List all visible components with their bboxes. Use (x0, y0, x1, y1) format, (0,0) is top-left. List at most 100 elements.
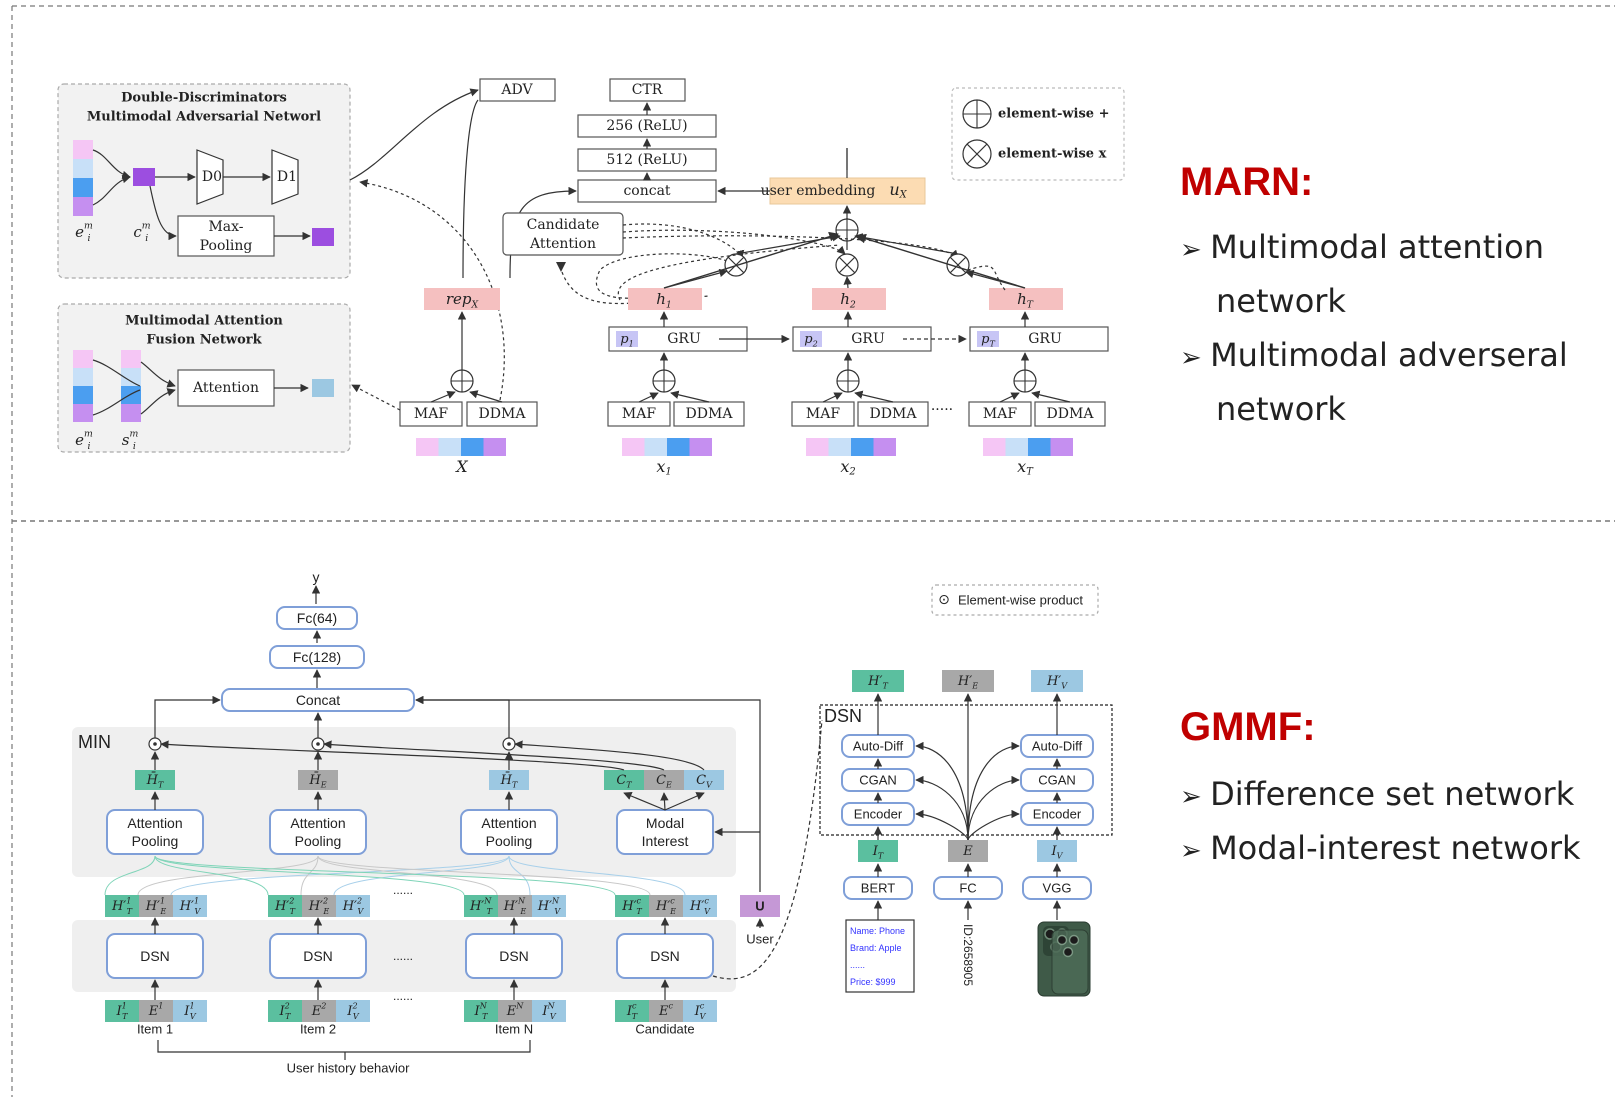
user-label: User (746, 932, 774, 947)
c-block-2 (644, 770, 684, 790)
vgg-label: VGG (1043, 881, 1072, 896)
gru-input-plus-1 (652, 369, 676, 393)
product-text-card (845, 919, 915, 993)
maxpool-label-1: Max- (208, 219, 243, 235)
d0-label: D0 (202, 169, 222, 185)
ddm-to-adv (349, 88, 479, 181)
fc128-label: Fc(128) (293, 649, 341, 665)
cand-att-dash-1 (622, 223, 745, 259)
maf-to-plus-1 (638, 392, 659, 403)
marn-dots: ····· (931, 402, 953, 418)
product-text-line-2: Brand: Apple (850, 943, 902, 953)
user-embedding-box (769, 177, 926, 205)
hbar-label-2: H̄E (308, 771, 326, 789)
candidate-attention-label-1: Candidate (527, 217, 600, 233)
maf-label-2: MAF (806, 406, 840, 422)
gru-label-3: GRU (1028, 331, 1062, 347)
gru-label-1: GRU (667, 331, 701, 347)
attention-pooling-label-a-3: Attention (481, 815, 536, 831)
rep-to-concat (509, 186, 577, 279)
product-text-line-4: Price: $999 (850, 977, 896, 987)
marn-bullet-1: ➢ Multimodal attention (1180, 228, 1544, 266)
times-2 (835, 253, 859, 277)
input-v-3 (532, 1000, 566, 1022)
d1-trapezoid (271, 149, 299, 205)
legend-plus-circle (962, 99, 992, 129)
encoder-label-1: Encoder (854, 807, 903, 822)
hp-e-3 (498, 895, 532, 917)
hp-e-4 (649, 895, 683, 917)
ddm-embedding-strip (73, 140, 93, 216)
maf-x-to-attention (351, 384, 401, 411)
h1-to-sum (663, 231, 839, 289)
item-label-2: Item 2 (300, 1022, 336, 1037)
p-block-2 (800, 331, 822, 347)
adv-box (479, 78, 556, 102)
x-big-label: X (454, 457, 468, 476)
p-label-1: p1 (620, 332, 633, 349)
dsn-top-label-3: H′V (1046, 674, 1068, 691)
maxpool-box (177, 215, 275, 257)
e-fan-1 (915, 741, 969, 841)
marn-legend-box (951, 87, 1125, 181)
gru-label-2: GRU (851, 331, 885, 347)
input-e-1 (139, 1000, 173, 1022)
ce-to-dot2 (323, 740, 665, 771)
dsn-mid-block-1 (858, 840, 898, 862)
attention-pooling-label-a-2: Attention (290, 815, 345, 831)
gmmf-bullet-2: ➢ Modal-interest network (1180, 829, 1581, 867)
input-t-4 (615, 1000, 649, 1022)
candidate-dsn-to-detail (712, 719, 823, 980)
maf-to-plus-3 (999, 392, 1020, 403)
h1-dash-a (617, 244, 841, 301)
times3-to-sum (854, 233, 959, 255)
product-text-line-3: ...... (850, 960, 865, 970)
hp-e-1 (139, 895, 173, 917)
modal-to-ce (660, 792, 669, 811)
ddma-label-1: DDMA (686, 406, 734, 422)
fc512-label: 512 (ReLU) (606, 152, 687, 168)
gmmf-legend-box (931, 584, 1099, 616)
rep-up-to-adv (462, 99, 479, 279)
x-label-2: x2 (840, 457, 855, 478)
cgan-label-2: CGAN (1038, 773, 1076, 788)
attention-pooling-label-b-3: Pooling (486, 833, 533, 849)
dot1-to-concat (154, 695, 221, 738)
maf-x-to-plus (430, 391, 456, 403)
legend-times-label: element-wise x (998, 147, 1107, 162)
x-strip-1 (622, 438, 712, 456)
dsn-mid-label-2: E (962, 844, 973, 859)
hp-t-2 (268, 895, 302, 917)
input-e-label-4: Ec (658, 1001, 674, 1018)
dsn-mid-block-3 (1037, 840, 1077, 862)
hp-row-dots: ...... (393, 883, 413, 897)
hbar-block-1 (135, 770, 175, 790)
ddm-c-block (133, 168, 155, 186)
e-fan-4 (967, 741, 1020, 841)
ddm-title-line2: Multimodal Adversarial Networl (87, 110, 321, 125)
hp-t-1 (105, 895, 139, 917)
product-text-line-1: Name: Phone (850, 926, 905, 936)
dsn-mid-label-3: IV (1051, 844, 1064, 861)
ddma-label-3: DDMA (1047, 406, 1095, 422)
gru-input-plus-2 (836, 369, 860, 393)
marn-bullet-2-cont: network (1216, 390, 1346, 428)
fc64-box (276, 606, 358, 630)
phone-image (1037, 921, 1091, 997)
dsn-label-4: DSN (650, 948, 680, 964)
d1-label: D1 (277, 169, 297, 185)
dsn-detail-frame (819, 704, 1113, 836)
item-label-4: Candidate (635, 1022, 694, 1037)
input-e-4 (649, 1000, 683, 1022)
dsn-top-label-1: H′T (867, 674, 888, 691)
